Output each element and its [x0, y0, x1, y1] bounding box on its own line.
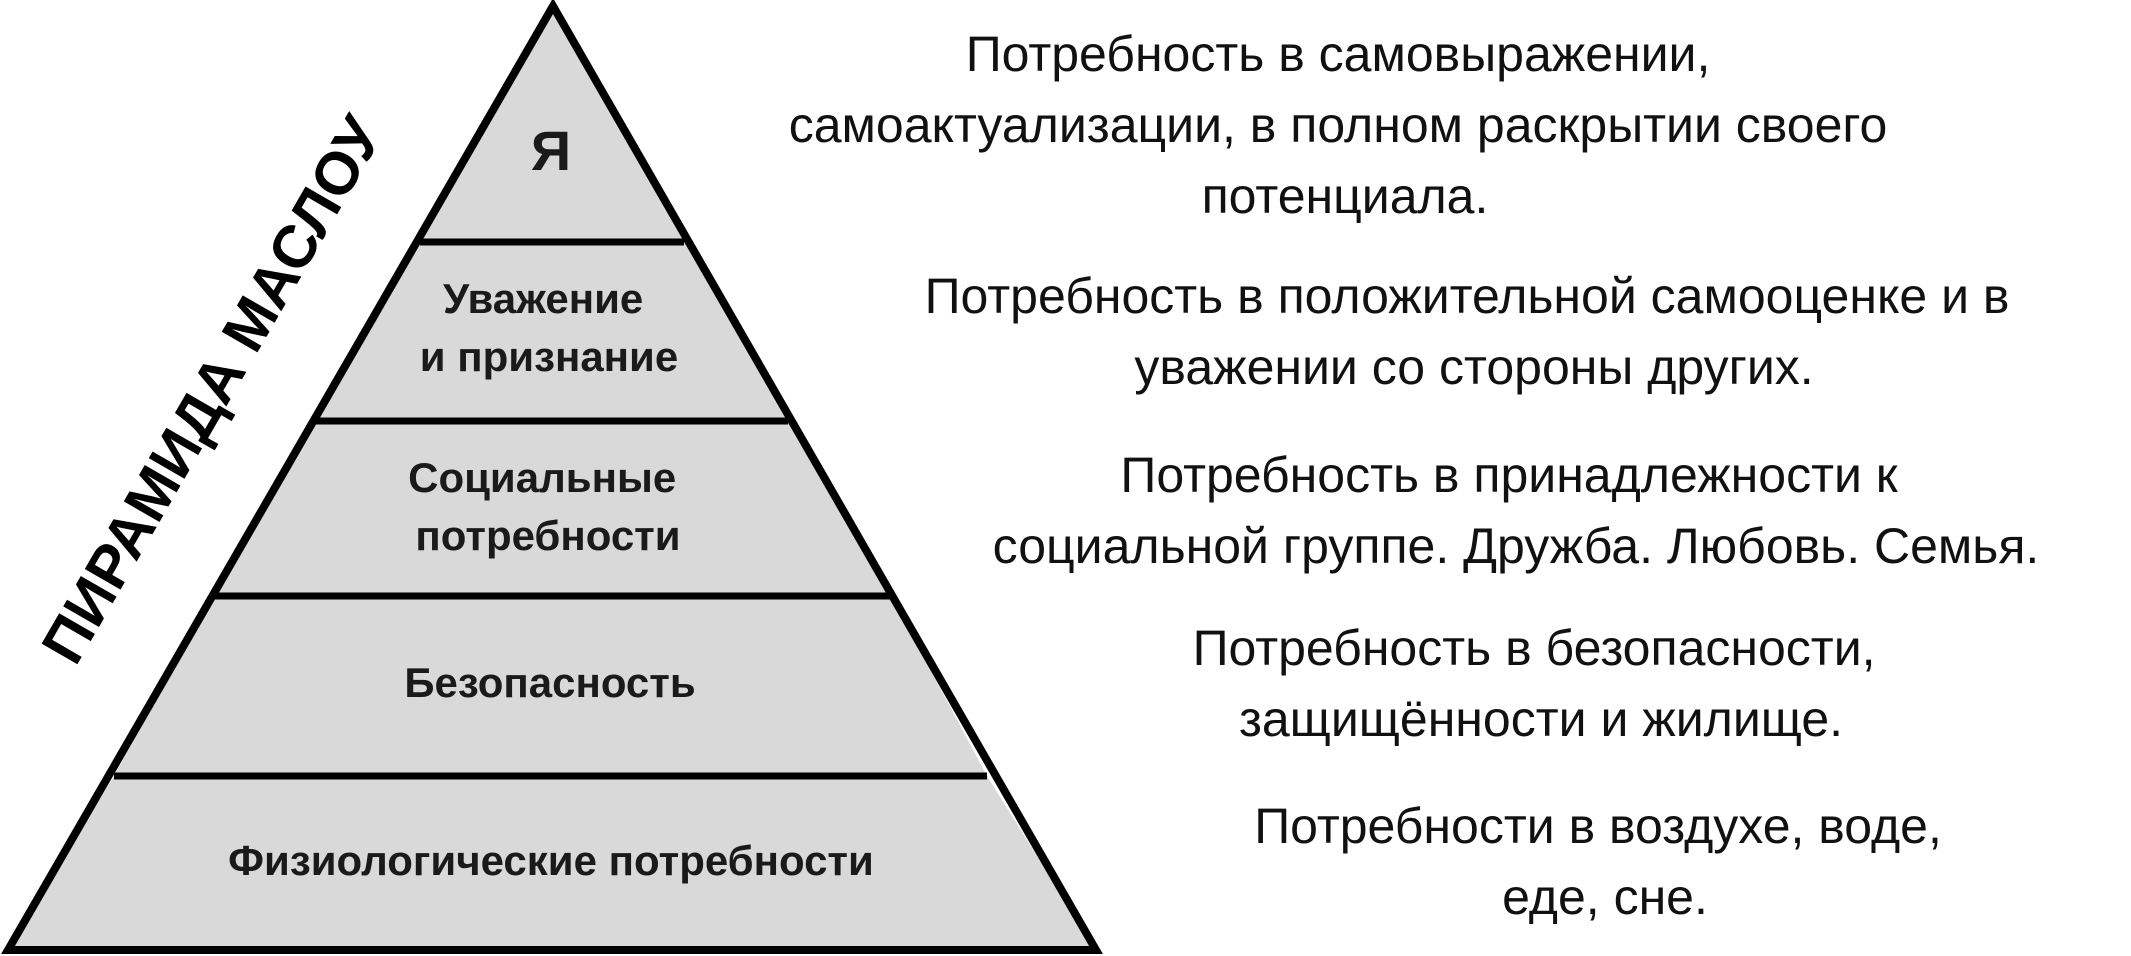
pyramid-outline — [1, 0, 1103, 954]
level-3-description: Потребность в принадлежности к социально… — [993, 447, 2040, 574]
pyramid-labels: Я Уважение и признание Социальные потреб… — [228, 119, 874, 884]
pyramid-level-5-label: Физиологические потребности — [228, 837, 874, 884]
pyramid-level-3-label: Социальные потребности — [408, 454, 688, 559]
pyramid-dividers — [114, 238, 987, 780]
level-5-description-line-2: еде, сне. — [1502, 869, 1708, 925]
pyramid-level-1-label-line-1: Я — [531, 119, 571, 182]
level-1-description-line-1: Потребность в самовыражении, — [966, 26, 1711, 82]
pyramid-level-2-label-line-1: Уважение — [443, 275, 643, 322]
pyramid-level-2-label-line-2: и признание — [420, 333, 678, 380]
pyramid-level-4-label: Безопасность — [404, 659, 695, 706]
pyramid-level-3-band — [215, 421, 891, 596]
pyramid-bands — [8, 6, 1096, 950]
pyramid-level-3-label-line-2: потребности — [415, 512, 680, 559]
level-4-description-line-2: защищённости и жилище. — [1239, 691, 1843, 747]
level-2-description-line-2: уважении со стороны других. — [1134, 339, 1813, 395]
pyramid-level-5-label-line-1: Физиологические потребности — [228, 837, 874, 884]
level-4-description-line-1: Потребность в безопасности, — [1193, 620, 1876, 676]
pyramid-level-4-band — [114, 596, 987, 776]
pyramid-level-1-band — [420, 6, 684, 242]
pyramid-level-5-band — [8, 776, 1096, 950]
level-4-description: Потребность в безопасности, защищённости… — [1193, 620, 1890, 747]
level-1-description: Потребность в самовыражении, самоактуали… — [789, 26, 1902, 224]
level-1-description-line-3: потенциала. — [1202, 168, 1489, 224]
level-2-description: Потребность в положительной самооценке и… — [925, 268, 2024, 395]
pyramid-level-4-label-line-1: Безопасность — [404, 659, 695, 706]
level-3-description-line-1: Потребность в принадлежности к — [1120, 447, 1898, 503]
level-2-description-line-1: Потребность в положительной самооценке и… — [925, 268, 2010, 324]
level-3-description-line-2: социальной группе. Дружба. Любовь. Семья… — [993, 518, 2040, 574]
pyramid-level-2-label: Уважение и признание — [420, 275, 678, 380]
pyramid-level-3-label-line-1: Социальные — [408, 454, 676, 501]
level-1-description-line-2: самоактуализации, в полном раскрытии сво… — [789, 97, 1888, 153]
level-5-description: Потребности в воздухе, воде, еде, сне. — [1254, 798, 1956, 925]
pyramid-level-1-label: Я — [531, 119, 571, 182]
level-descriptions: Потребность в самовыражении, самоактуали… — [789, 26, 2040, 925]
pyramid-level-2-band — [316, 242, 788, 421]
level-5-description-line-1: Потребности в воздухе, воде, — [1254, 798, 1942, 854]
